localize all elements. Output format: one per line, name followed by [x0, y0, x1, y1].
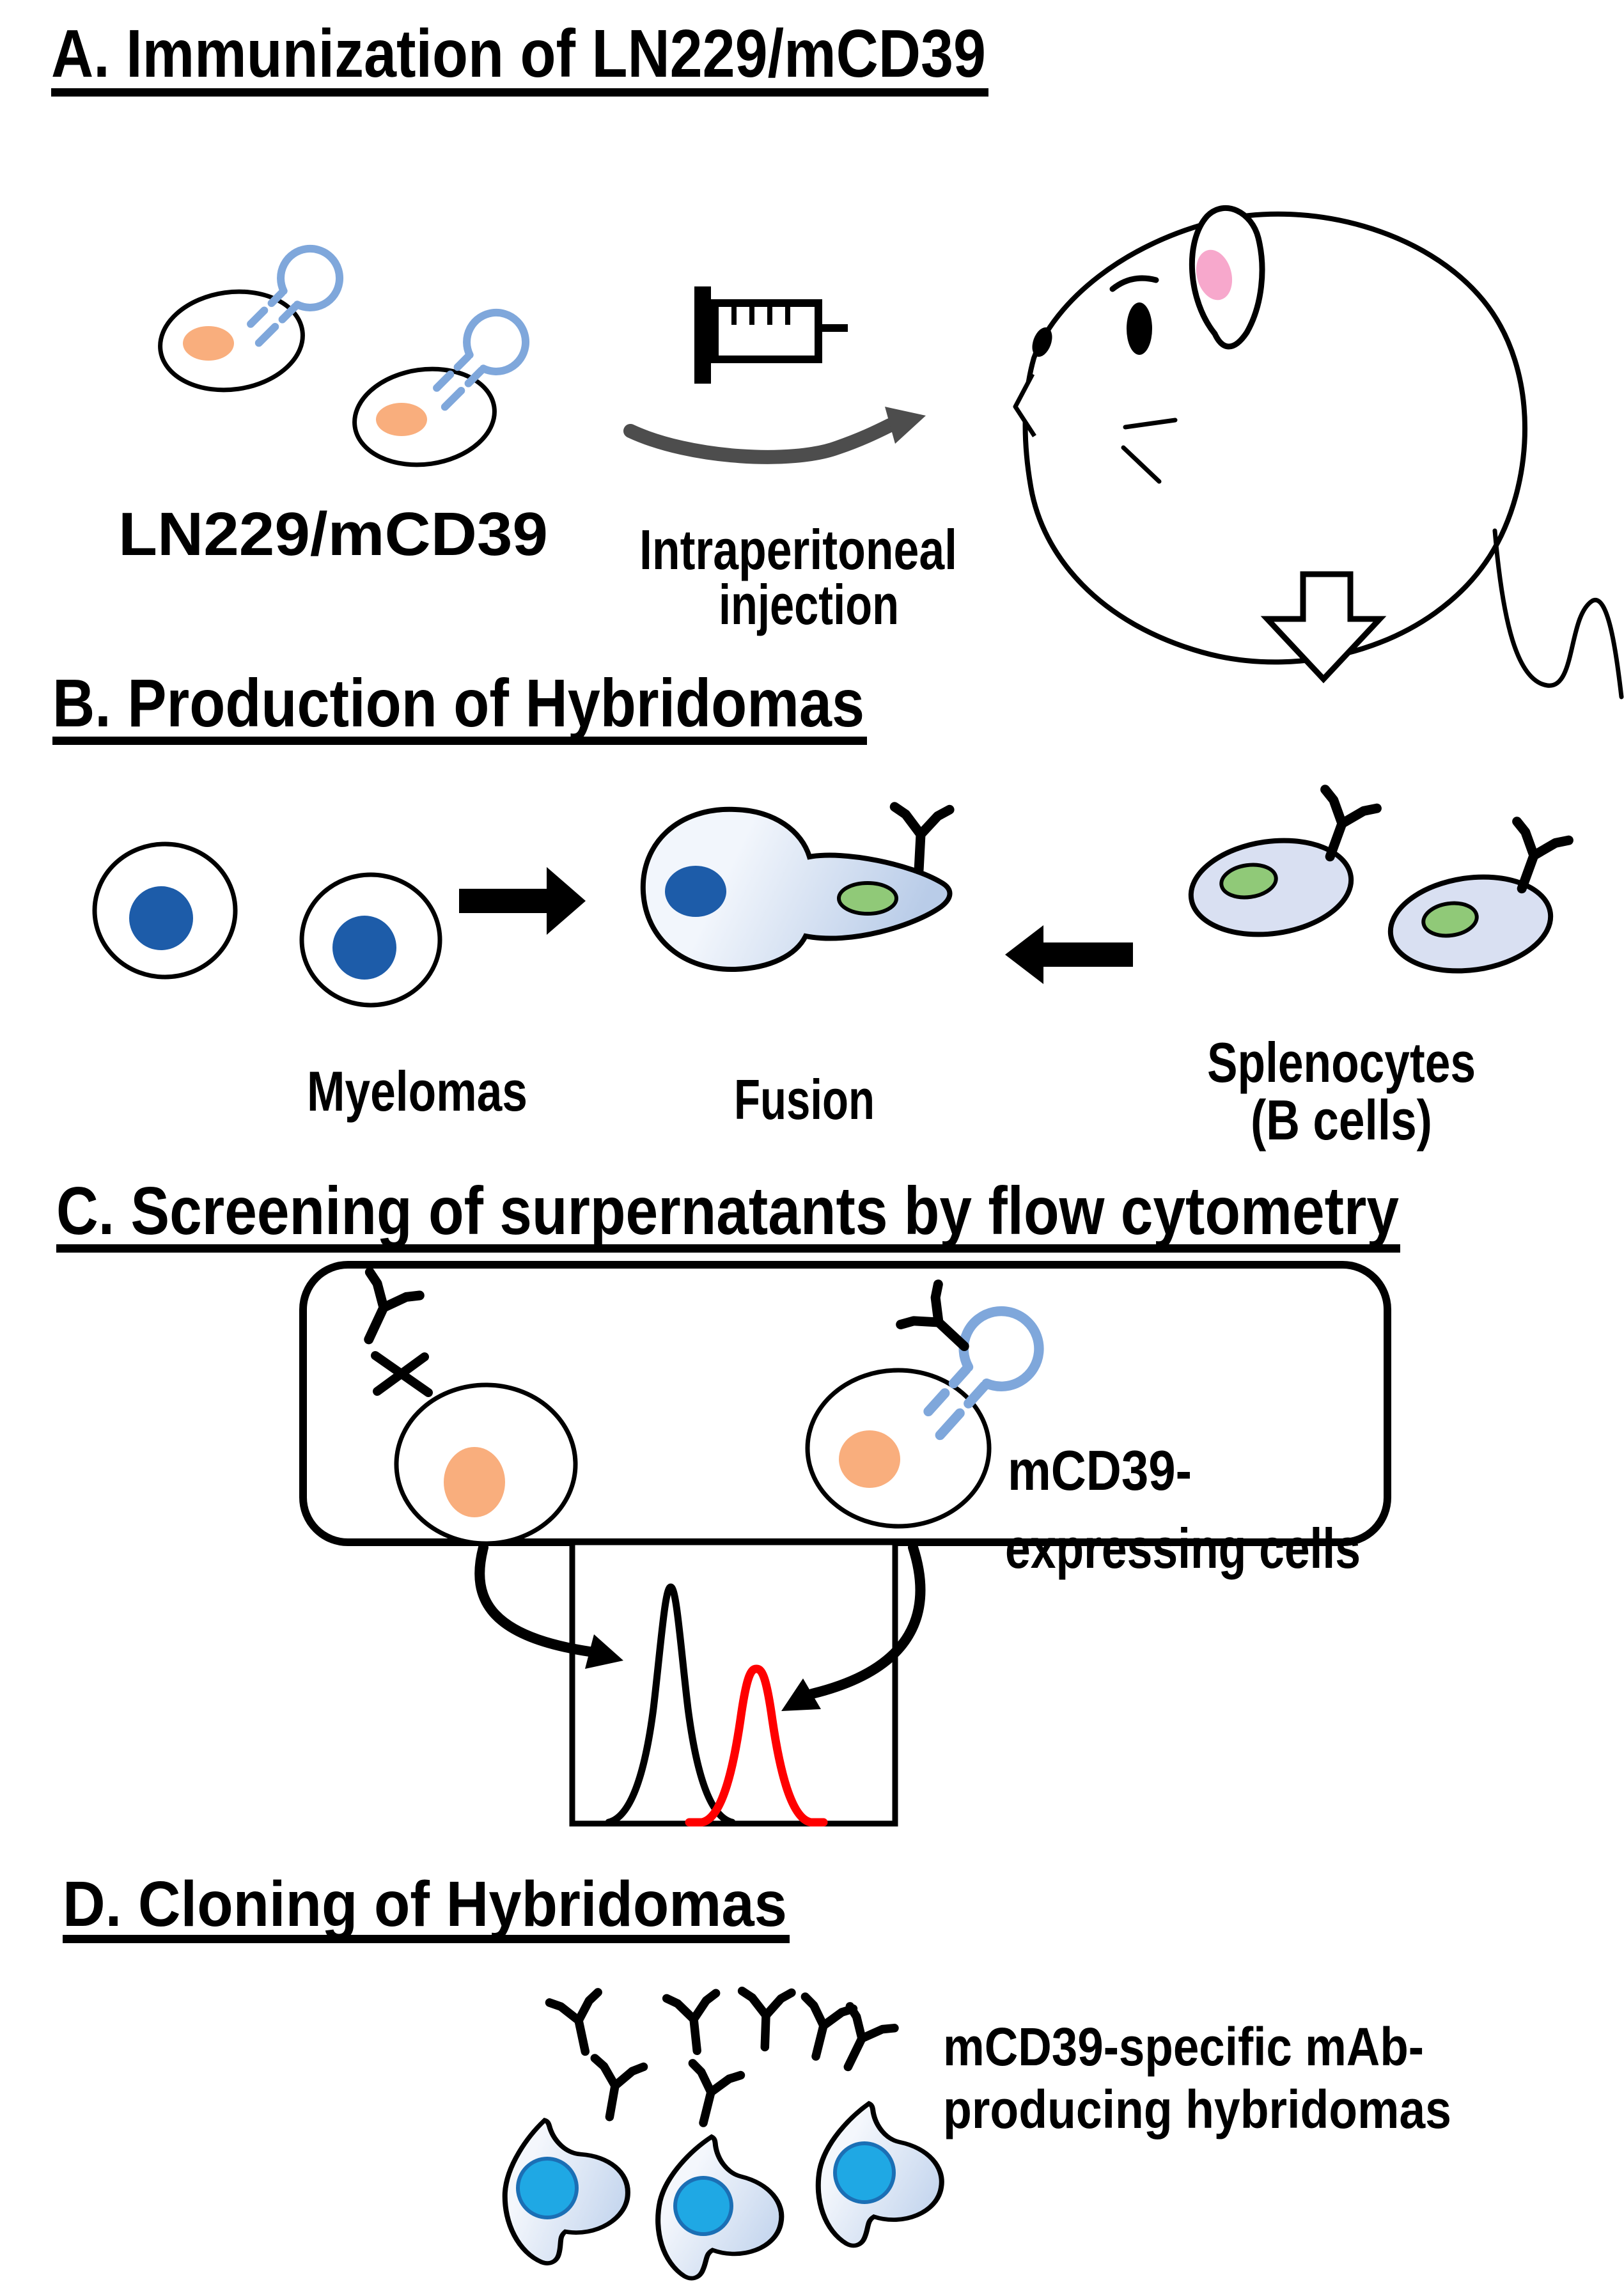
splenocytes-label-line2: (B cells): [1251, 1088, 1432, 1152]
right-arrow-icon: [459, 867, 586, 935]
expressing-cells-label-line1: mCD39-: [1008, 1439, 1192, 1502]
panel-c-title: C. Screening of surpernatants by flow cy…: [56, 1173, 1399, 1249]
fusion-label: Fusion: [734, 1068, 875, 1131]
splenocyte-cell-2: [1387, 822, 1568, 974]
fused-cell-blue-nucleus: [665, 866, 726, 917]
result-label-line2: producing hybridomas: [943, 2079, 1451, 2139]
result-label-line1: mCD39-specific mAb-: [943, 2017, 1424, 2077]
cell-nucleus: [183, 326, 234, 361]
antibody-icon: [679, 2063, 740, 2129]
antibody-icon: [792, 1997, 853, 2063]
panel-a: A. Immunization of LN229/mCD39 LN229/mCD…: [51, 16, 1624, 700]
myeloma-cell-2: [299, 872, 442, 1008]
expressing-cells-label-line2: expressing cells: [1005, 1517, 1361, 1580]
mouse-chin-notch: [1013, 373, 1036, 437]
non-binding-antibody: [344, 1272, 433, 1397]
syringe-icon: [694, 286, 848, 384]
mouse-whiskers: [1121, 418, 1178, 484]
panel-a-title: A. Immunization of LN229/mCD39: [51, 16, 986, 91]
panel-c: C. Screening of surpernatants by flow cy…: [56, 1173, 1400, 1827]
down-arrow-icon: [1260, 571, 1387, 684]
injection-arrow: [623, 407, 926, 464]
panel-c-title-underline: [56, 1244, 1400, 1253]
myeloma-nucleus: [332, 916, 396, 980]
injection-label-line1: Intraperitoneal: [639, 518, 957, 581]
cell-nucleus: [444, 1447, 505, 1517]
positive-peak: [685, 1664, 828, 1827]
mouse-illustration: [1013, 205, 1624, 700]
no-binding-x-icon: [371, 1351, 433, 1397]
fused-cell-green-nucleus: [837, 881, 898, 916]
hybridoma-nucleus: [833, 2141, 896, 2204]
splenocytes-label-line1: Splenocytes: [1207, 1031, 1476, 1094]
panel-d-title-underline: [63, 1935, 790, 1943]
mouse-nose: [1032, 327, 1052, 357]
ln229-label: LN229/mCD39: [118, 500, 548, 568]
antibody-icon: [585, 2058, 643, 2122]
splenocyte-cell-1: [1188, 790, 1377, 937]
mouse-tail: [1492, 528, 1624, 700]
ln229-cell-2: [352, 301, 538, 467]
fused-cell: [640, 807, 950, 973]
cell-nucleus: [376, 403, 427, 436]
panel-b-title: B. Production of Hybridomas: [52, 666, 864, 741]
hybridoma-clones: [497, 2102, 944, 2284]
hybridoma-nucleus: [673, 2176, 733, 2236]
antibody-icon: [667, 1993, 722, 2053]
parental-to-histogram-arrow: [474, 1542, 623, 1669]
parental-cell: [394, 1382, 578, 1546]
injection-label-line2: injection: [719, 573, 899, 636]
hybridoma-nucleus: [516, 2157, 579, 2219]
antibody-icon: [344, 1272, 420, 1351]
antibody-icon: [740, 1991, 792, 2048]
splenocyte-nucleus: [1421, 901, 1479, 938]
left-arrow-icon: [1005, 925, 1133, 984]
splenocyte-nucleus: [1219, 863, 1278, 900]
mcd39-expressing-cell: [805, 1285, 1054, 1529]
panel-d-title: D. Cloning of Hybridomas: [63, 1868, 787, 1940]
expressing-to-histogram-arrow: [781, 1542, 926, 1711]
myeloma-nucleus: [129, 886, 193, 950]
panel-b-title-underline: [52, 737, 867, 745]
cell-nucleus: [839, 1430, 900, 1488]
mouse-eyebrow: [1109, 275, 1159, 292]
mouse-eye: [1127, 302, 1152, 355]
panel-a-title-underline: [51, 88, 988, 97]
ln229-cell-1: [158, 237, 352, 393]
mouse-ear-inner: [1196, 249, 1233, 301]
antibody-icon: [549, 1992, 609, 2057]
panel-b: B. Production of Hybridomas: [52, 666, 1568, 1152]
antibody-icon: [891, 807, 949, 871]
myelomas-label: Myelomas: [307, 1059, 527, 1123]
secreted-antibodies: [549, 1991, 894, 2129]
negative-peak: [605, 1583, 736, 1826]
panel-d: D. Cloning of Hybridomas mCD39-specific …: [63, 1868, 1451, 2284]
mouse-body: [1022, 211, 1527, 665]
myeloma-cell-1: [92, 841, 238, 980]
